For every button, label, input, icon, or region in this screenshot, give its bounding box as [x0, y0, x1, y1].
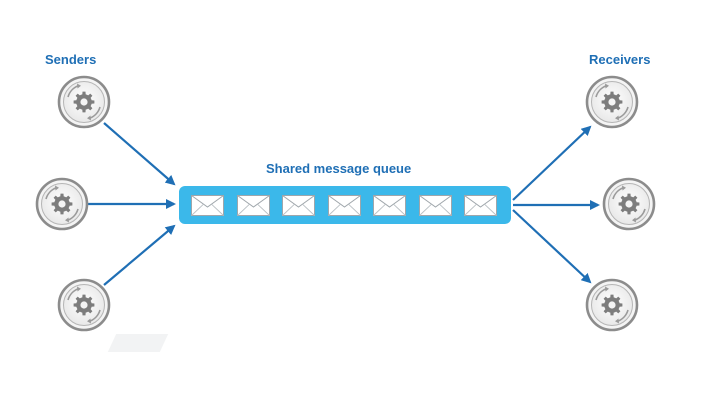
senders-label: Senders [45, 52, 97, 67]
shared-message-queue [179, 186, 511, 224]
arrow-sender-1-to-queue [103, 122, 176, 186]
message-envelope-icon [327, 195, 361, 216]
queue-label: Shared message queue [266, 161, 412, 176]
message-envelope-icon [282, 195, 315, 216]
arrow-queue-to-receiver-3 [512, 209, 592, 284]
message-envelope-icon [418, 195, 452, 216]
sender-3-gear-process-icon [55, 276, 113, 334]
receivers-label: Receivers [589, 52, 651, 67]
message-envelope-icon [191, 195, 224, 216]
sender-2-gear-process-icon [33, 175, 91, 233]
sender-1-gear-process-icon [55, 73, 113, 131]
receiver-1-gear-process-icon [583, 73, 641, 131]
receiver-2-gear-process-icon [600, 175, 658, 233]
message-envelope-icon [373, 195, 406, 216]
message-envelope-icon [236, 195, 270, 216]
arrow-sender-3-to-queue [103, 224, 176, 286]
arrow-queue-to-receiver-1 [512, 125, 592, 201]
message-envelope-icon [464, 195, 497, 216]
receiver-3-gear-process-icon [583, 276, 641, 334]
